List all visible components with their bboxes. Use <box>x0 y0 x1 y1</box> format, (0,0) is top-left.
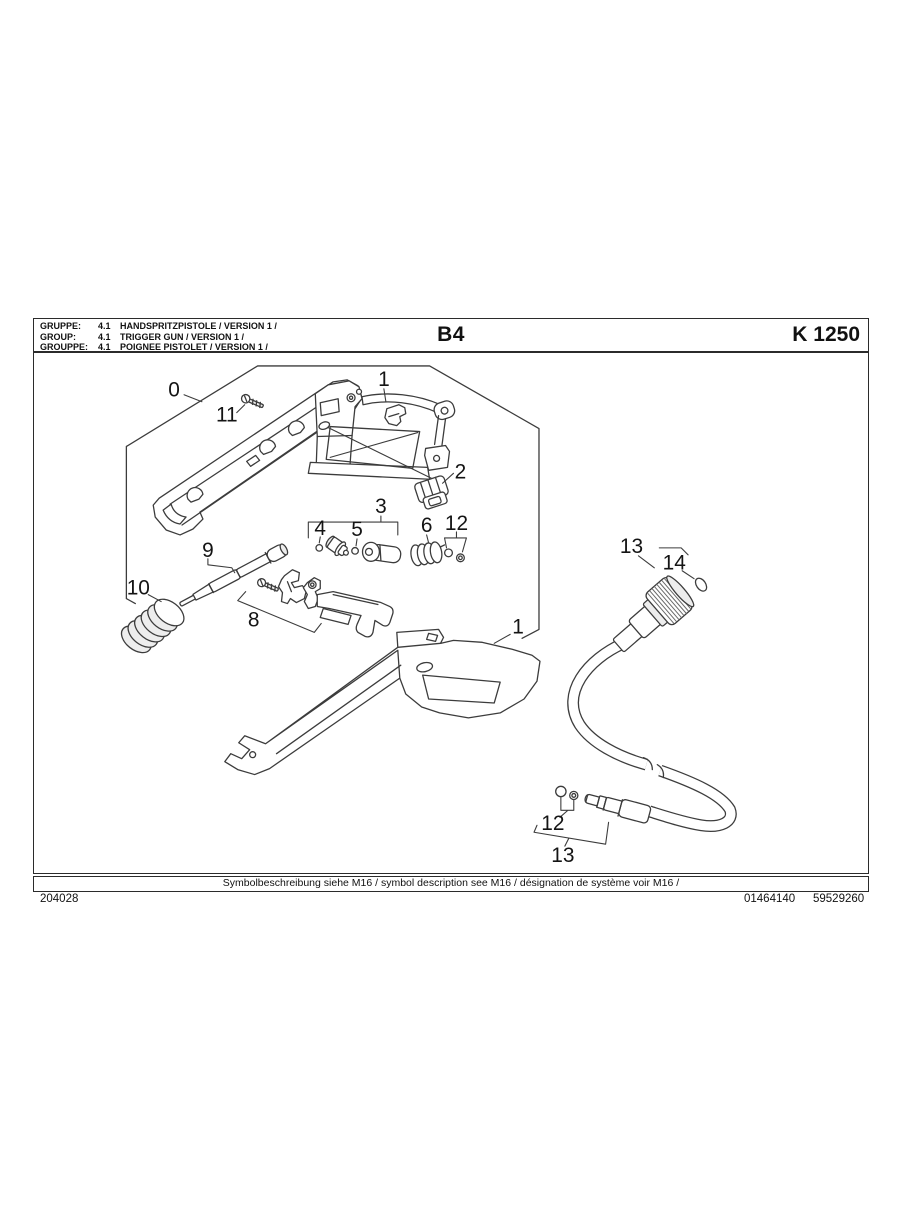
part-callout-13: 13 <box>620 535 643 558</box>
leader-9 <box>207 558 236 574</box>
model-code: K 1250 <box>792 323 860 346</box>
leader-1-bottom <box>493 633 511 644</box>
group-label-de: GRUPPE: <box>40 321 82 331</box>
leader-11 <box>236 404 246 414</box>
callout-leaders <box>147 388 695 847</box>
leader-4 <box>318 536 321 544</box>
group-meta: GRUPPE: 4.1 HANDSPRITZPISTOLE / VERSION … <box>40 321 277 353</box>
part-seals-12-bottom <box>555 785 579 801</box>
doc-number-mid: 01464140 <box>744 893 796 905</box>
group-number-fr: 4.1 <box>98 342 111 352</box>
leader-10 <box>147 594 162 603</box>
leader-8 <box>237 591 322 633</box>
leader-13-top <box>637 547 689 569</box>
group-desc-en: TRIGGER GUN / VERSION 1 / <box>120 331 245 342</box>
part-gun-body-1 <box>224 628 541 776</box>
doc-number-left: 204028 <box>40 893 79 905</box>
part-latch-8 <box>277 569 321 610</box>
part-button-2 <box>414 475 449 510</box>
leader-0 <box>183 394 203 403</box>
part-callout-8: 8 <box>248 608 260 631</box>
part-oring-4 <box>315 543 324 552</box>
part-piston-3 <box>361 541 402 564</box>
part-callout-1: 1 <box>378 368 390 391</box>
group-desc-de: HANDSPRITZPISTOLE / VERSION 1 / <box>120 321 277 331</box>
part-callout-4: 4 <box>314 517 326 540</box>
part-oring-5 <box>351 546 359 555</box>
leader-13-bottom <box>533 821 610 847</box>
part-seals-12-top <box>443 548 465 563</box>
part-callout-1: 1 <box>512 615 524 638</box>
part-spring-6 <box>410 541 446 567</box>
part-callout-9: 9 <box>202 539 214 562</box>
leader-2 <box>441 472 455 484</box>
group-row-fr: GROUPPE: 4.1 POIGNEE PISTOLET / VERSION … <box>40 342 277 353</box>
group-number-en: 4.1 <box>98 331 111 342</box>
leader-12-bottom <box>559 796 575 818</box>
group-number-de: 4.1 <box>98 321 111 331</box>
part-callout-6: 6 <box>421 514 433 537</box>
symbol-note: Symbolbeschreibung siehe M16 / symbol de… <box>33 876 869 892</box>
part-trigger-lever <box>316 590 394 638</box>
part-valve-seat <box>325 535 349 557</box>
sheet-code: B4 <box>437 323 465 346</box>
hose-break <box>642 757 665 779</box>
assembly-frame-outline <box>125 365 540 639</box>
part-callout-2: 2 <box>455 460 467 483</box>
leader-12-top <box>443 531 467 553</box>
part-coupling-nut-13 <box>612 575 695 653</box>
part-screw-8 <box>256 578 279 592</box>
doc-number-right: 59529260 <box>813 893 865 905</box>
part-callout-14: 14 <box>663 552 686 575</box>
header: GRUPPE: 4.1 HANDSPRITZPISTOLE / VERSION … <box>33 318 869 352</box>
leader-1-top <box>383 388 387 403</box>
part-callout-12: 12 <box>445 512 468 535</box>
group-desc-fr: POIGNEE PISTOLET / VERSION 1 / <box>120 342 268 352</box>
group-row-de: GRUPPE: 4.1 HANDSPRITZPISTOLE / VERSION … <box>40 321 277 332</box>
symbol-note-text: Symbolbeschreibung siehe M16 / symbol de… <box>222 877 680 889</box>
part-callout-5: 5 <box>351 518 363 541</box>
leader-14 <box>681 570 695 580</box>
part-callout-12: 12 <box>541 812 564 835</box>
leader-6 <box>426 534 430 544</box>
group-row-en: GROUP: 4.1 TRIGGER GUN / VERSION 1 / <box>40 332 277 343</box>
part-callout-0: 0 <box>168 379 180 402</box>
part-rod-9 <box>179 543 289 607</box>
part-screw-11 <box>240 393 264 409</box>
group-label-en: GROUP: <box>40 331 76 342</box>
part-spring-10 <box>120 598 185 654</box>
part-callout-13: 13 <box>551 844 574 867</box>
part-hose-13 <box>567 637 737 832</box>
part-oring-14 <box>694 577 708 592</box>
part-callout-10: 10 <box>127 577 150 600</box>
part-handle-frame-top <box>307 380 456 485</box>
part-callout-11: 11 <box>216 404 238 427</box>
group-label-fr: GROUPPE: <box>40 342 89 352</box>
part-callout-3: 3 <box>375 495 387 518</box>
leader-3 <box>307 515 399 539</box>
leader-5 <box>355 538 358 547</box>
part-hose-fitting-bottom <box>584 793 652 824</box>
